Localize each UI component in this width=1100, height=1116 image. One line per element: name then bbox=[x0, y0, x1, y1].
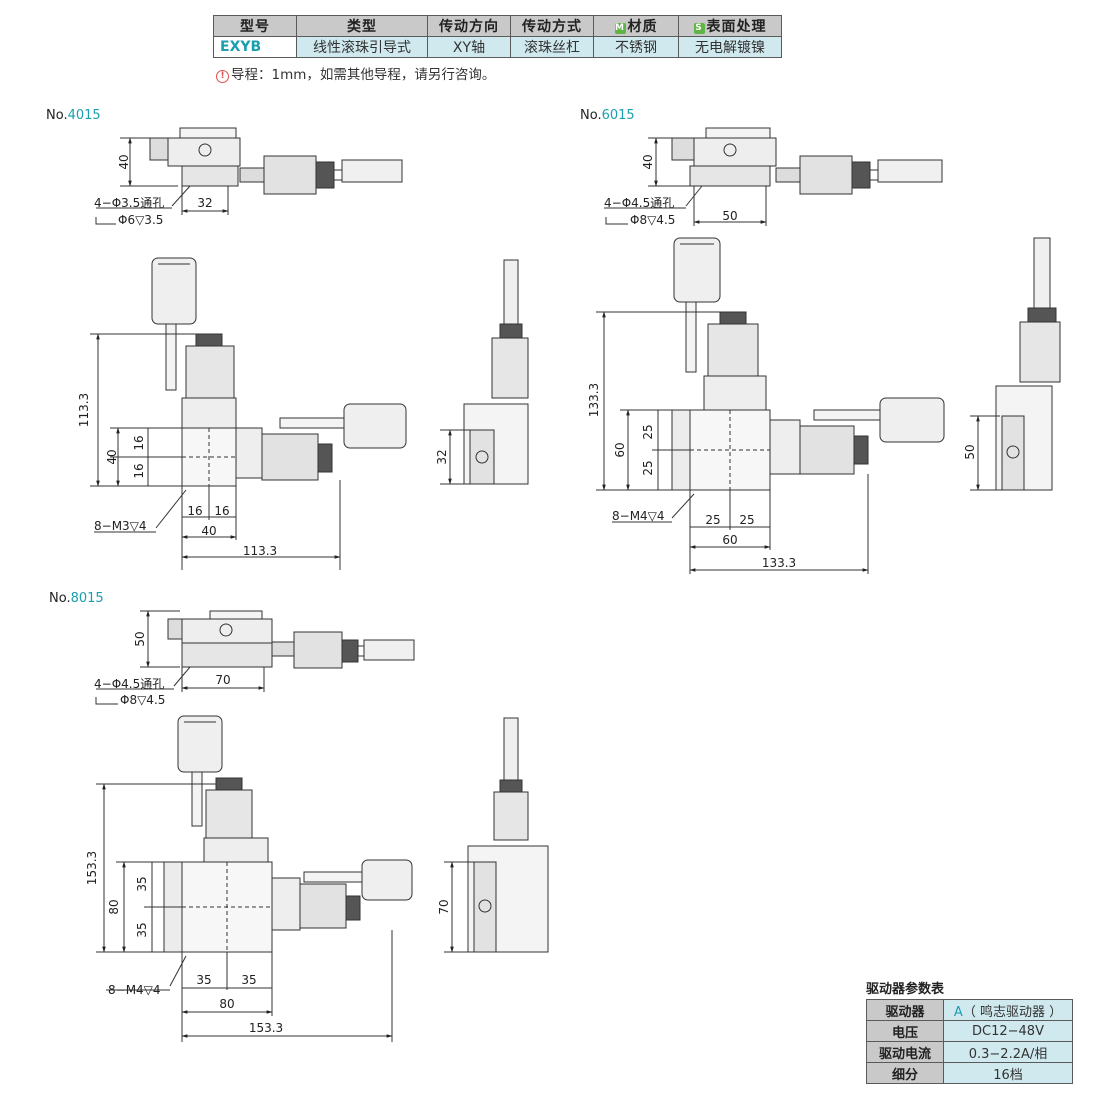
dim-right-height-8015: 70 bbox=[437, 899, 451, 914]
dim-side-height-8015: 50 bbox=[133, 631, 147, 646]
dim-body-height-8015: 80 bbox=[107, 899, 121, 914]
model-label-6015: No.6015 bbox=[580, 108, 635, 123]
thread-spec-4015: 8−M3▽4 bbox=[94, 519, 147, 533]
lead-note-text: 导程：1mm，如需其他导程，请另行咨询。 bbox=[231, 67, 496, 83]
model-number: 8015 bbox=[70, 591, 104, 606]
model-prefix: No. bbox=[49, 591, 71, 606]
top-view-4015 bbox=[90, 257, 407, 570]
model-prefix: No. bbox=[46, 108, 68, 123]
dim-right-height-6015: 50 bbox=[963, 444, 977, 459]
voltage-row: 电压 DC12−48V bbox=[866, 1020, 1073, 1042]
driver-key: 驱动器 bbox=[866, 999, 944, 1021]
model-prefix: No. bbox=[580, 108, 602, 123]
cell-material: 不锈钢 bbox=[593, 36, 679, 58]
current-value: 0.3−2.2A/相 bbox=[943, 1041, 1073, 1063]
cell-direction: XY轴 bbox=[427, 36, 511, 58]
cell-type: 线性滚珠引导式 bbox=[296, 36, 428, 58]
header-type: 类型 bbox=[296, 15, 428, 37]
model-label-8015: No.8015 bbox=[49, 591, 104, 606]
hole-spec-6015: 4−Φ4.5通孔 bbox=[604, 196, 674, 210]
header-direction: 传动方向 bbox=[427, 15, 511, 37]
dim-side-height-6015: 40 bbox=[641, 154, 655, 169]
dim-overall-width-4015: 113.3 bbox=[243, 544, 277, 558]
header-model: 型号 bbox=[213, 15, 297, 37]
driver-table: 驱动器 A（ 鸣志驱动器 ） 电压 DC12−48V 驱动电流 0.3−2.2A… bbox=[866, 999, 1073, 1084]
dim-body-width-8015: 80 bbox=[219, 997, 234, 1011]
dim-pitch-x-a-6015: 25 bbox=[705, 513, 720, 527]
dim-half-pitch-a-6015: 25 bbox=[641, 424, 655, 439]
side-view-8015 bbox=[95, 610, 415, 705]
dim-body-height-4015: 40 bbox=[105, 449, 119, 464]
microstep-value: 16档 bbox=[943, 1062, 1073, 1084]
top-view-8015 bbox=[96, 715, 413, 1042]
dim-overall-height-8015: 153.3 bbox=[85, 851, 99, 885]
dim-right-height-4015: 32 bbox=[435, 449, 449, 464]
spec-value-row: EXYB 线性滚珠引导式 XY轴 滚珠丝杠 不锈钢 无电解镀镍 bbox=[213, 36, 782, 58]
cell-drive: 滚珠丝杠 bbox=[510, 36, 594, 58]
surface-badge-icon: S bbox=[693, 23, 705, 34]
header-surface-label: 表面处理 bbox=[706, 19, 767, 35]
dim-pitch-x-a-4015: 16 bbox=[187, 504, 202, 518]
dim-body-width-6015: 60 bbox=[722, 533, 737, 547]
dim-half-pitch-b-8015: 35 bbox=[135, 922, 149, 937]
counterbore-spec-6015: Φ8▽4.5 bbox=[630, 213, 675, 227]
driver-row: 驱动器 A（ 鸣志驱动器 ） bbox=[866, 999, 1073, 1021]
material-badge-icon: M bbox=[614, 23, 626, 34]
dim-pitch-x-b-4015: 16 bbox=[214, 504, 229, 518]
side-view-6015 bbox=[604, 127, 943, 226]
dim-half-pitch-a-4015: 16 bbox=[132, 435, 146, 450]
dim-side-width-8015: 70 bbox=[215, 673, 230, 687]
dim-pitch-x-a-8015: 35 bbox=[196, 973, 211, 987]
cell-surface: 无电解镀镍 bbox=[678, 36, 782, 58]
thread-spec-8015: 8−M4▽4 bbox=[108, 983, 161, 997]
dim-pitch-x-b-8015: 35 bbox=[241, 973, 256, 987]
dim-half-pitch-a-8015: 35 bbox=[135, 876, 149, 891]
dim-half-pitch-b-4015: 16 bbox=[132, 463, 146, 478]
cell-model: EXYB bbox=[213, 36, 297, 58]
counterbore-spec-4015: Φ6▽3.5 bbox=[118, 213, 163, 227]
dim-overall-width-6015: 133.3 bbox=[762, 556, 796, 570]
dim-overall-width-8015: 153.3 bbox=[249, 1021, 283, 1035]
dim-body-height-6015: 60 bbox=[613, 442, 627, 457]
driver-table-title: 驱动器参数表 bbox=[866, 982, 945, 997]
warning-icon: ! bbox=[216, 70, 229, 83]
microstep-key: 细分 bbox=[866, 1062, 944, 1084]
top-view-6015 bbox=[596, 237, 945, 574]
current-key: 驱动电流 bbox=[866, 1041, 944, 1063]
thread-spec-6015: 8−M4▽4 bbox=[612, 509, 665, 523]
dim-body-width-4015: 40 bbox=[201, 524, 216, 538]
model-label-4015: No.4015 bbox=[46, 108, 101, 123]
dim-overall-height-6015: 133.3 bbox=[587, 383, 601, 417]
hole-spec-4015: 4−Φ3.5通孔 bbox=[94, 196, 164, 210]
current-row: 驱动电流 0.3−2.2A/相 bbox=[866, 1041, 1073, 1063]
lead-note: !导程：1mm，如需其他导程，请另行咨询。 bbox=[216, 63, 495, 83]
hole-spec-8015: 4−Φ4.5通孔 bbox=[94, 677, 164, 691]
model-number: 6015 bbox=[601, 108, 635, 123]
right-view-4015 bbox=[440, 259, 529, 485]
dim-pitch-x-b-6015: 25 bbox=[739, 513, 754, 527]
header-material-label: 材质 bbox=[627, 19, 658, 35]
driver-prefix: A bbox=[953, 1004, 963, 1020]
driver-value: A（ 鸣志驱动器 ） bbox=[943, 999, 1073, 1021]
microstep-row: 细分 16档 bbox=[866, 1062, 1073, 1084]
voltage-value: DC12−48V bbox=[943, 1020, 1073, 1042]
dim-side-width-6015: 50 bbox=[722, 209, 737, 223]
driver-value-text: （ 鸣志驱动器 ） bbox=[962, 1004, 1063, 1020]
voltage-key: 电压 bbox=[866, 1020, 944, 1042]
right-view-8015 bbox=[444, 717, 549, 953]
dim-overall-height-4015: 113.3 bbox=[77, 393, 91, 427]
counterbore-spec-8015: Φ8▽4.5 bbox=[120, 693, 165, 707]
right-view-6015 bbox=[970, 237, 1061, 491]
side-view-4015 bbox=[95, 127, 403, 225]
model-number: 4015 bbox=[67, 108, 101, 123]
dim-side-height-4015: 40 bbox=[117, 154, 131, 169]
dim-side-width-4015: 32 bbox=[197, 196, 212, 210]
dim-half-pitch-b-6015: 25 bbox=[641, 460, 655, 475]
